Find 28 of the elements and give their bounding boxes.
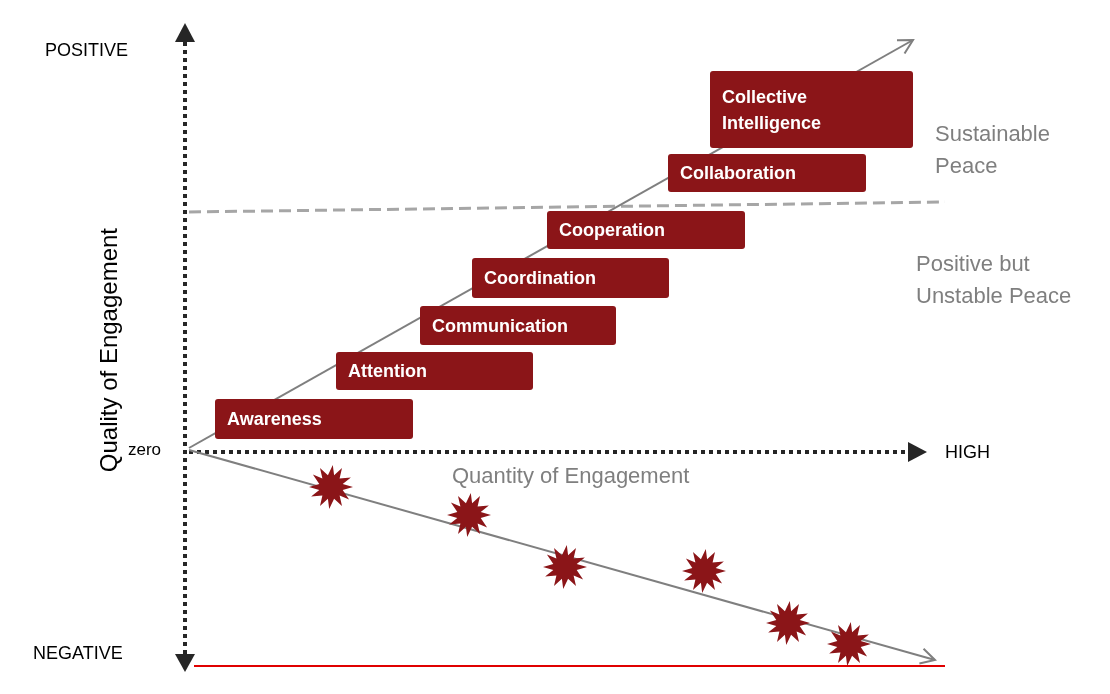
stage-label: Collective Intelligence (722, 85, 823, 135)
stage-box (547, 211, 745, 249)
stage-label: Attention (348, 360, 427, 383)
starburst-icon (827, 622, 871, 666)
starburst-icon (682, 549, 726, 593)
stage-box (215, 399, 413, 439)
origin-label: zero (128, 439, 162, 461)
stage-box (710, 71, 913, 148)
axis-end-label: POSITIVE (45, 39, 129, 62)
stage-label: Awareness (227, 408, 322, 431)
stage-box (420, 306, 616, 345)
stage-box (472, 258, 669, 298)
zone-label: Sustainable Peace (935, 120, 1051, 180)
starburst-icon (309, 465, 353, 509)
starburst-icon (447, 493, 491, 537)
stage-label: Cooperation (559, 219, 665, 242)
stage-box (336, 352, 533, 390)
stage-label: Collaboration (680, 162, 796, 185)
axis-end-label: NEGATIVE (33, 642, 123, 665)
starburst-icon (766, 601, 810, 645)
axis-end-label: HIGH (945, 441, 990, 464)
zone-label: Positive but Unstable Peace (916, 250, 1073, 310)
stage-box (668, 154, 866, 192)
stage-label: Communication (432, 314, 568, 338)
axis-title: Quality of Engagement (95, 228, 123, 473)
starburst-icon (543, 545, 587, 589)
axis-title: Quantity of Engagement (452, 462, 690, 490)
stage-label: Coordination (484, 267, 596, 290)
